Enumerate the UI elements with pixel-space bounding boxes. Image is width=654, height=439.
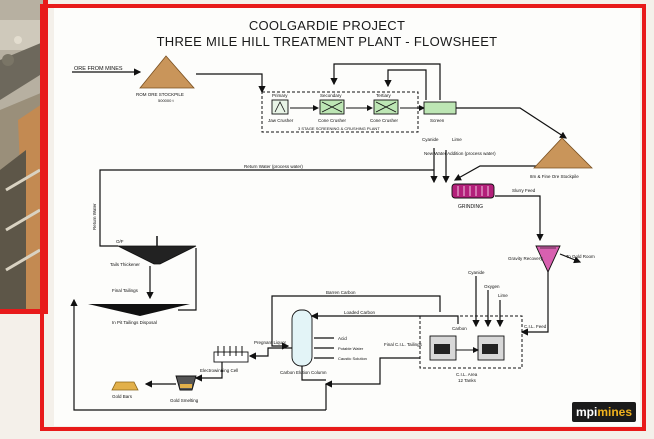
grinding-label: GRINDING bbox=[458, 204, 483, 210]
cone-crusher-1-label: Cone Crusher bbox=[318, 118, 347, 123]
jaw-crusher-label: Jaw Crusher bbox=[268, 118, 294, 123]
gravity-to-gold-room-line bbox=[559, 253, 582, 264]
lime-label: Lime bbox=[498, 293, 508, 298]
primary-label: Primary bbox=[272, 93, 288, 98]
rom-stockpile-label: ROM ORE STOCKPILE bbox=[136, 92, 184, 97]
tails-thickener-label: Tails Thickener bbox=[110, 262, 140, 267]
loaded-carbon-label: Loaded Carbon bbox=[344, 310, 376, 315]
gravity-concentrator-icon bbox=[535, 245, 561, 274]
screen-to-fine-ore-line bbox=[455, 107, 568, 139]
tailings-disposal-label: In Pit Tailings Disposal bbox=[112, 320, 157, 325]
screen-label: Screen bbox=[430, 118, 445, 123]
thickener-underflow-line bbox=[178, 248, 197, 311]
new-water-label: New Water Addition (process water) bbox=[424, 151, 496, 156]
tails-thickener-icon bbox=[117, 245, 197, 265]
crushing-plant-label: 3 STAGE SCREENING & CRUSHING PLANT bbox=[298, 126, 380, 131]
elution-column-icon bbox=[291, 309, 313, 367]
slurry-feed-label: Slurry Feed bbox=[512, 188, 536, 193]
rom-tonnage-label: 500000 t bbox=[158, 98, 174, 103]
gravity-to-cil-line bbox=[520, 270, 549, 336]
rom-stockpile-icon bbox=[139, 55, 195, 89]
return-water-process-label: Return Water (process water) bbox=[244, 164, 303, 169]
gold-smelting-label: Gold Smelting bbox=[170, 398, 199, 403]
barren-carbon-label: Barren Carbon bbox=[326, 290, 356, 295]
barren-carbon-line bbox=[271, 295, 441, 350]
cil-area-box bbox=[419, 315, 523, 369]
fine-ore-to-grinding-line bbox=[453, 165, 540, 181]
to-gold-room-label: To Gold Room bbox=[566, 254, 595, 259]
cone-crusher-2-label: Cone Crusher bbox=[370, 118, 399, 123]
ore-from-mines-label: ORE FROM MINES bbox=[74, 66, 123, 72]
crushing-plant-box bbox=[261, 91, 419, 133]
carbon-elution-label: Carbon Elution Column bbox=[280, 370, 327, 375]
tertiary-label: Tertiary bbox=[376, 93, 392, 98]
overflow-label: O/F bbox=[116, 239, 124, 244]
final-tailings-label: Final Tailings bbox=[112, 288, 139, 293]
logo-prefix: mpi bbox=[576, 405, 598, 419]
return-water-line bbox=[99, 169, 434, 247]
grinding-mill-icon bbox=[451, 183, 495, 199]
secondary-label: Secondary bbox=[320, 93, 342, 98]
gold-bars-icon bbox=[111, 381, 139, 391]
column-down-line bbox=[301, 366, 326, 381]
tailings-return-line bbox=[70, 298, 326, 411]
oxygen-label: Oxygen bbox=[484, 284, 500, 289]
screen-icon bbox=[423, 101, 457, 115]
grinding-to-slurry-line bbox=[495, 195, 544, 242]
potable-water-label: Potable Water bbox=[338, 346, 364, 351]
electrowinning-label: Electrowinning Cell bbox=[200, 368, 238, 373]
photo-red-frame bbox=[0, 0, 48, 314]
return-water-vertical-label: Return Water bbox=[92, 203, 97, 230]
final-cil-tailings-label: Final C.I.L. Tailings bbox=[384, 342, 423, 347]
electrowinning-cell-icon bbox=[213, 351, 249, 363]
fine-ore-stockpile-label: 8m & Fine Ore Stockpile bbox=[530, 174, 579, 179]
flowsheet-title: THREE MILE HILL TREATMENT PLANT - FLOWSH… bbox=[156, 34, 498, 49]
lime-top-label: Lime bbox=[452, 137, 462, 142]
tanks-label: 12 Tanks bbox=[458, 378, 477, 383]
project-title: COOLGARDIE PROJECT bbox=[248, 18, 406, 33]
pregnant-liquor-label: Pregnant Liquor bbox=[254, 340, 287, 345]
gold-bars-label: Gold Bars bbox=[112, 394, 133, 399]
logo-suffix: mines bbox=[597, 405, 633, 419]
red-frame bbox=[40, 4, 646, 431]
cil-feed-label: C.I.L. Feed bbox=[524, 324, 547, 329]
pregnant-liquor-line bbox=[248, 347, 292, 360]
carbon-label: Carbon bbox=[452, 326, 467, 331]
mpi-mines-logo: mpimines bbox=[572, 402, 637, 422]
cyanide-top-label: Cyanide bbox=[422, 137, 439, 142]
cil-area-label: C.I.L. Area bbox=[456, 372, 478, 377]
tailings-disposal-icon bbox=[88, 304, 190, 316]
cyanide-label: Cyanide bbox=[468, 270, 485, 275]
cil-tailings-line bbox=[324, 357, 420, 388]
electrowinning-to-smelting-line bbox=[194, 362, 223, 382]
gravity-recovery-label: Gravity Recovery bbox=[508, 256, 543, 261]
caustic-solution-label: Caustic Solution bbox=[338, 356, 367, 361]
screen-recycle-line bbox=[330, 63, 441, 100]
rom-to-crushing-line bbox=[196, 73, 266, 94]
screen-recycle-line-2 bbox=[384, 69, 427, 100]
acid-label: Acid bbox=[338, 336, 347, 341]
fine-ore-stockpile-icon bbox=[533, 137, 593, 169]
